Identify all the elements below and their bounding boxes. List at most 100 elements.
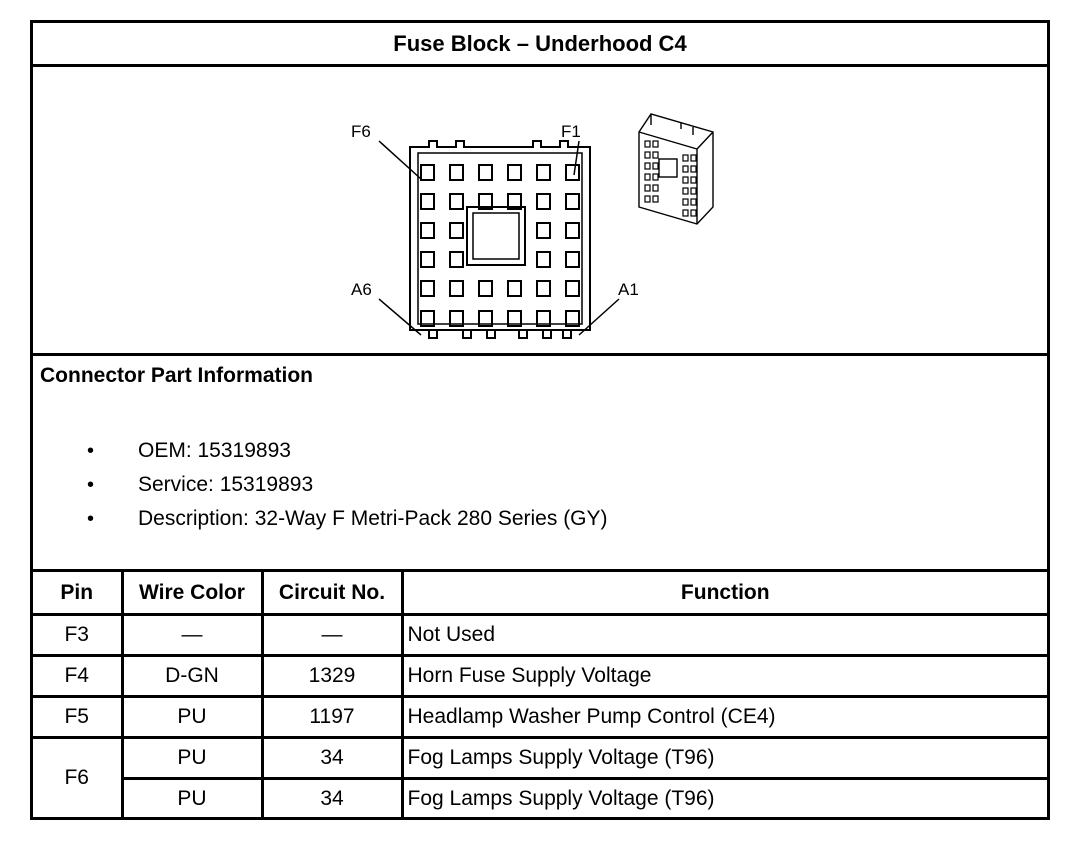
iso-pin: [644, 140, 651, 148]
connector-part-info: Connector Part Information • OEM: 153198…: [33, 356, 1047, 572]
iso-pin: [644, 195, 651, 203]
cell-pin: F3: [33, 613, 124, 657]
cell-wire-color: D-GN: [120, 654, 264, 698]
header-wire-color: Wire Color: [120, 572, 264, 616]
iso-pin: [690, 187, 697, 195]
pin-cavity: [449, 310, 464, 327]
pin-cavity: [536, 310, 551, 327]
connector-housing: [409, 140, 591, 339]
table-row: F4 D-GN 1329 Horn Fuse Supply Voltage: [33, 654, 1047, 698]
label-f1: F1: [561, 122, 581, 141]
bullet-icon: •: [87, 508, 95, 530]
cell-function: Horn Fuse Supply Voltage: [400, 654, 1047, 698]
cell-circuit: 34: [260, 736, 404, 780]
pin-cavity: [565, 251, 580, 268]
iso-pin: [644, 184, 651, 192]
pin-cavity: [449, 222, 464, 239]
connector-diagram-section: F6 F1 A6 A1: [33, 67, 1047, 356]
bullet-icon: •: [87, 440, 95, 462]
info-item-text: OEM: 15319893: [138, 439, 291, 462]
info-item-text: Service: 15319893: [138, 473, 314, 496]
pin-cavity: [420, 310, 435, 327]
pin-cavity: [536, 251, 551, 268]
pin-cavity: [478, 280, 493, 297]
iso-pin: [690, 209, 697, 217]
pin-cavity: [420, 222, 435, 239]
pin-cavity: [449, 193, 464, 210]
cell-function: Fog Lamps Supply Voltage (T96): [400, 777, 1047, 818]
pin-cavities: [420, 164, 580, 327]
iso-pin: [682, 198, 689, 206]
pin-cavity: [565, 280, 580, 297]
table-header-row: Pin Wire Color Circuit No. Function: [33, 572, 1047, 616]
cell-pin: F4: [33, 654, 124, 698]
pin-cavity: [449, 280, 464, 297]
cell-wire-color: PU: [120, 777, 264, 818]
iso-pin: [652, 162, 659, 170]
iso-pin: [652, 195, 659, 203]
pin-function-table: Pin Wire Color Circuit No. Function F3 —…: [33, 572, 1047, 820]
iso-pin: [644, 151, 651, 159]
pin-cavity: [565, 193, 580, 210]
pin-cavity: [507, 164, 522, 181]
pin-cavity: [478, 310, 493, 327]
table-row: F6 PU 34 Fog Lamps Supply Voltage (T96): [33, 736, 1047, 820]
cell-circuit: —: [260, 613, 404, 657]
cell-wire-color: PU: [120, 695, 264, 739]
cell-pin: F6: [33, 736, 124, 820]
connector-document: Fuse Block – Underhood C4: [30, 20, 1050, 820]
document-title: Fuse Block – Underhood C4: [33, 23, 1047, 67]
header-function: Function: [400, 572, 1047, 616]
connector-iso-view: [638, 113, 714, 225]
cell-circuit: 1197: [260, 695, 404, 739]
bullet-icon: •: [87, 474, 95, 496]
iso-pin: [644, 162, 651, 170]
cell-pin: F5: [33, 695, 124, 739]
pin-cavity: [536, 222, 551, 239]
cell-function: Not Used: [400, 613, 1047, 657]
pin-cavity: [420, 280, 435, 297]
pin-cavity: [507, 193, 522, 210]
iso-pin: [682, 154, 689, 162]
pin-cavity: [478, 193, 493, 210]
label-f6: F6: [351, 122, 371, 141]
pin-cavity: [565, 222, 580, 239]
cell-wire-color: PU: [120, 736, 264, 780]
pin-cavity: [565, 164, 580, 181]
iso-pin: [652, 140, 659, 148]
iso-pin: [690, 198, 697, 206]
pin-cavity: [449, 164, 464, 181]
pin-cavity: [536, 164, 551, 181]
cell-function: Headlamp Washer Pump Control (CE4): [400, 695, 1047, 739]
iso-pin: [644, 173, 651, 181]
pin-cavity: [507, 310, 522, 327]
cell-wire-color: —: [120, 613, 264, 657]
iso-pin: [682, 165, 689, 173]
iso-pin: [682, 209, 689, 217]
header-circuit: Circuit No.: [260, 572, 404, 616]
iso-view-pins: [644, 140, 697, 217]
label-a6: A6: [351, 280, 372, 299]
iso-pin: [652, 173, 659, 181]
info-item-text: Description: 32-Way F Metri-Pack 280 Ser…: [138, 507, 608, 530]
pin-cavity: [420, 164, 435, 181]
iso-pin: [652, 184, 659, 192]
iso-pin: [690, 165, 697, 173]
connector-face-diagram: F6 F1 A6 A1: [351, 113, 714, 339]
cell-circuit: 1329: [260, 654, 404, 698]
iso-pin: [690, 176, 697, 184]
leader-lines: [378, 140, 620, 336]
table-row: PU 34 Fog Lamps Supply Voltage (T96): [33, 777, 1047, 818]
table-row: F3 — — Not Used: [33, 613, 1047, 657]
cell-function: Fog Lamps Supply Voltage (T96): [400, 736, 1047, 780]
pin-cavity: [536, 193, 551, 210]
connector-info-heading: Connector Part Information: [40, 364, 314, 387]
pin-cavity: [449, 251, 464, 268]
header-pin: Pin: [33, 572, 124, 616]
cell-circuit: 34: [260, 777, 404, 818]
pin-cavity: [420, 193, 435, 210]
table-row: F5 PU 1197 Headlamp Washer Pump Control …: [33, 695, 1047, 739]
iso-pin: [682, 187, 689, 195]
iso-pin: [652, 151, 659, 159]
label-a1: A1: [618, 280, 639, 299]
